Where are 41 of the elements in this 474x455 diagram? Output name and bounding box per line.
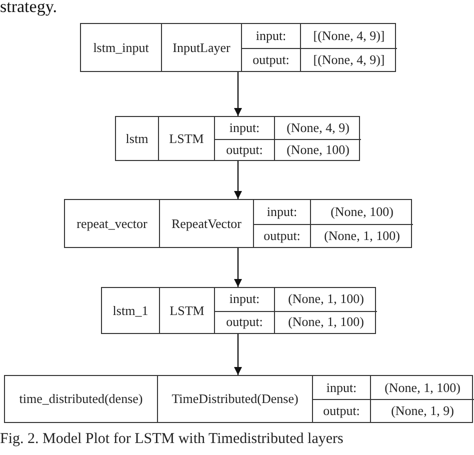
port-label: input: bbox=[214, 117, 274, 138]
shape-value: [(None, 4, 9)] bbox=[300, 48, 397, 71]
port-label: input: bbox=[214, 288, 274, 310]
port-label: input: bbox=[253, 200, 310, 224]
port-label: output: bbox=[241, 48, 300, 71]
arrow bbox=[234, 334, 242, 375]
shape-value: (None, 100) bbox=[274, 138, 361, 160]
layer-name: repeat_vector bbox=[76, 214, 148, 233]
shape-value: (None, 1, 100) bbox=[274, 288, 377, 310]
port-label: output: bbox=[253, 224, 310, 247]
text-fragment: strategy. bbox=[0, 0, 57, 17]
arrow bbox=[234, 72, 242, 116]
shape-value: (None, 4, 9) bbox=[274, 117, 361, 138]
layer-box bbox=[115, 116, 360, 161]
layer-box bbox=[4, 375, 473, 423]
shape-value: (None, 1, 9) bbox=[370, 399, 474, 422]
layer-box bbox=[101, 287, 376, 334]
layer-box bbox=[80, 23, 396, 72]
shape-value: (None, 1, 100) bbox=[310, 224, 413, 247]
layer-type: LSTM bbox=[159, 288, 214, 333]
layer-name: time_distributed(dense) bbox=[18, 390, 144, 408]
layer-type: InputLayer bbox=[161, 24, 241, 71]
layer-type: RepeatVector bbox=[159, 200, 253, 247]
shape-value: [(None, 4, 9)] bbox=[300, 24, 397, 48]
shape-value: (None, 1, 100) bbox=[274, 310, 377, 333]
layer-type: TimeDistributed(Dense) bbox=[157, 376, 312, 422]
layer-name: lstm_input bbox=[92, 38, 150, 57]
figure-caption: Fig. 2. Model Plot for LSTM with Timedistributed layers bbox=[0, 431, 344, 448]
port-label: input: bbox=[312, 376, 370, 399]
layer-name: lstm_1 bbox=[112, 302, 150, 320]
layer-name: lstm bbox=[124, 130, 150, 148]
arrow bbox=[234, 248, 242, 287]
port-label: output: bbox=[214, 310, 274, 333]
port-label: input: bbox=[241, 24, 300, 48]
layer-type: LSTM bbox=[158, 117, 214, 160]
layer-box bbox=[64, 199, 412, 248]
port-label: output: bbox=[214, 138, 274, 160]
arrow bbox=[234, 161, 242, 199]
shape-value: (None, 100) bbox=[310, 200, 413, 224]
port-label: output: bbox=[312, 399, 370, 422]
shape-value: (None, 1, 100) bbox=[370, 376, 474, 399]
